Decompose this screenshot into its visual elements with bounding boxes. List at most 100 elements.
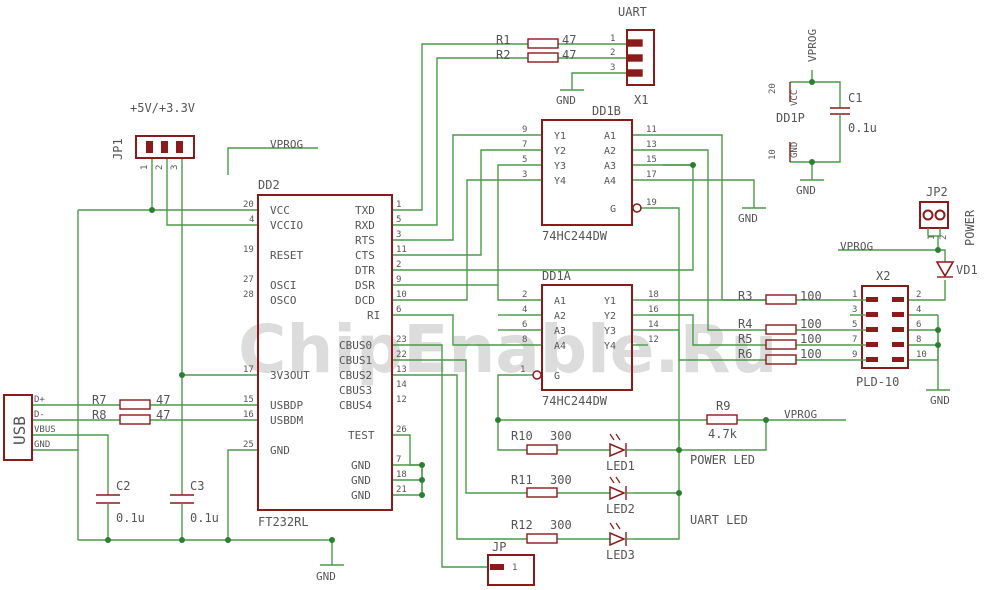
svg-text:4: 4 [522,305,527,315]
svg-text:TEST: TEST [348,429,375,442]
svg-text:3: 3 [852,305,857,315]
svg-text:Y3: Y3 [604,326,616,337]
dd1a-chip: DD1A 74HC244DW 2 A1 4 A2 6 A3 8 A4 18 Y1… [510,269,659,408]
svg-text:100: 100 [800,317,822,331]
vprog-jp2: VPROG [840,240,873,253]
svg-text:A4: A4 [604,176,616,187]
x1-label: X1 [634,93,648,107]
svg-text:0.1u: 0.1u [190,511,219,525]
svg-text:LED2: LED2 [606,502,635,516]
svg-text:A2: A2 [554,311,566,322]
svg-text:47: 47 [156,393,170,407]
svg-text:CBUS0: CBUS0 [339,339,372,352]
svg-text:A2: A2 [604,146,616,157]
svg-text:100: 100 [800,347,822,361]
svg-text:2: 2 [939,235,949,240]
gnd-x2: GND [930,394,950,407]
svg-text:Y1: Y1 [604,296,616,307]
x2-part: PLD-10 [856,375,899,389]
svg-text:RTS: RTS [355,234,375,247]
svg-text:Y2: Y2 [554,146,566,157]
svg-text:CBUS4: CBUS4 [339,399,372,412]
svg-text:Y1: Y1 [554,131,566,142]
svg-text:DCD: DCD [355,294,375,307]
svg-text:A3: A3 [604,161,616,172]
svg-text:3: 3 [522,170,527,180]
svg-text:18: 18 [648,290,659,300]
capacitors-c2-c3: C2 0.1u C3 0.1u GND [96,479,344,583]
jp1-title: +5V/+3.3V [130,101,195,115]
svg-text:A3: A3 [554,326,566,337]
svg-text:100: 100 [800,289,822,303]
svg-text:2: 2 [610,48,615,58]
svg-text:1: 1 [140,165,150,170]
gnd-dd1b: GND [738,207,766,225]
svg-text:Y2: Y2 [604,311,616,322]
svg-text:23: 23 [396,335,407,345]
svg-text:10: 10 [768,149,778,160]
svg-text:26: 26 [396,425,407,435]
svg-text:10: 10 [916,350,927,360]
svg-text:15: 15 [243,395,254,405]
vprog-c1-label: VPROG [806,29,819,62]
jp2-label: JP2 [926,185,948,199]
svg-text:17: 17 [646,170,657,180]
dd2-label: DD2 [258,178,280,192]
jp1-label: JP1 [111,138,125,160]
svg-text:6: 6 [522,320,527,330]
svg-text:5: 5 [852,320,857,330]
svg-text:1: 1 [610,34,615,44]
svg-text:GND: GND [738,212,758,225]
x2-connector: X2 PLD-10 1 3 5 7 9 2 4 6 8 10 GND [850,269,950,407]
svg-text:300: 300 [550,429,572,443]
svg-text:300: 300 [550,473,572,487]
svg-text:9: 9 [852,350,857,360]
svg-text:2: 2 [522,290,527,300]
svg-text:300: 300 [550,518,572,532]
svg-text:Y3: Y3 [554,161,566,172]
svg-text:0.1u: 0.1u [116,511,145,525]
svg-text:20: 20 [768,83,778,94]
vprog-top: VPROG [270,138,303,151]
svg-text:R7: R7 [92,393,106,407]
dd1b-label: DD1B [592,104,621,118]
svg-text:27: 27 [243,275,254,285]
dd1b-part: 74HC244DW [542,229,608,243]
svg-text:19: 19 [646,198,657,208]
svg-text:16: 16 [648,305,659,315]
svg-text:2: 2 [155,165,165,170]
svg-text:2: 2 [916,290,921,300]
svg-text:R3: R3 [738,289,752,303]
svg-text:D-: D- [34,410,45,420]
svg-text:4: 4 [916,305,921,315]
svg-text:5: 5 [396,215,401,225]
x1-connector: UART X1 1 2 3 GND [556,5,655,107]
svg-text:VCC: VCC [270,204,290,217]
x2-label: X2 [876,269,890,283]
svg-text:GND: GND [351,459,371,472]
svg-text:R11: R11 [511,473,533,487]
svg-text:14: 14 [396,380,407,390]
svg-text:47: 47 [562,33,576,47]
svg-text:R6: R6 [738,347,752,361]
svg-text:25: 25 [243,440,254,450]
svg-text:3: 3 [396,230,401,240]
svg-text:14: 14 [648,320,659,330]
svg-text:7: 7 [852,335,857,345]
svg-text:OSCO: OSCO [270,294,297,307]
svg-text:100: 100 [800,332,822,346]
svg-text:LED3: LED3 [606,548,635,562]
svg-text:A1: A1 [554,296,566,307]
uart-led-note: UART LED [690,513,748,527]
svg-text:7: 7 [522,140,527,150]
svg-text:9: 9 [522,125,527,135]
svg-text:DSR: DSR [355,279,375,292]
svg-text:10: 10 [396,290,407,300]
svg-text:11: 11 [646,125,657,135]
svg-text:6: 6 [396,305,401,315]
watermark: ChipEnable.Ru [238,311,777,388]
svg-text:OSCI: OSCI [270,279,297,292]
svg-text:17: 17 [243,365,254,375]
jp-label: JP [492,540,506,554]
svg-text:18: 18 [396,470,407,480]
